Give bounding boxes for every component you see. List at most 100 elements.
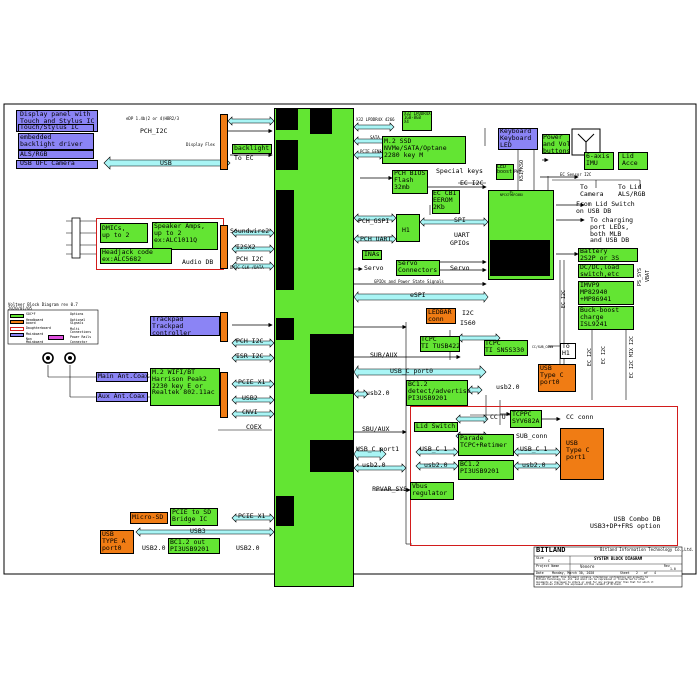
legend-title: Volteer Block Diagram rev 0.7 2020/01/05 <box>8 302 78 312</box>
memory-chip <box>402 111 432 131</box>
i2sx2-label: I2SX2 <box>236 243 256 251</box>
tcpc-tusb422-label: TCPC TI TUSB422 <box>421 335 461 350</box>
sub-aux-label: SUB/AUX <box>370 351 398 359</box>
sheet-of: of <box>644 571 648 575</box>
imvp-label: IMVP9 MP82940 +MP86941 <box>580 281 612 303</box>
to-lid-label: To Lid ALS/RGB <box>618 183 646 198</box>
vbus-regulator <box>410 482 454 500</box>
dcdc-label: DC/DC,load switch,etc <box>580 263 620 278</box>
pch-gspi-label: PCH_GSPI <box>358 217 390 225</box>
sbu-aux-label: SBU/AUX <box>362 425 390 433</box>
aux-antenna <box>96 392 148 402</box>
sd-pcie-x1: PCIE X1 <box>238 512 266 520</box>
sd-bridge <box>170 508 218 526</box>
i560-label: I560 <box>460 319 476 327</box>
parade-label: Parade TCPC+Retimer <box>460 434 507 449</box>
wifi-coex: COEX <box>246 423 262 431</box>
backlight-box <box>232 144 272 154</box>
battery-box <box>578 248 638 262</box>
servo-right-label: Servo <box>450 264 470 272</box>
bc12-out-label: BC1.2 out PI3USB9201 <box>170 538 210 553</box>
ec-chip-label: EC NPCX796FC0BX <box>500 190 524 198</box>
wifi-pcie-x1: PCIE X1 <box>238 378 266 386</box>
usb-combo-db-frame <box>410 406 678 546</box>
led-boost-label: LED boost <box>497 164 513 176</box>
inas-label: INAs <box>364 250 380 258</box>
cc-conn2-label: CC conn <box>566 413 594 421</box>
to-charging-label: To charging port LEDs, both MLB and USB … <box>590 216 634 245</box>
cpu-port <box>276 190 294 290</box>
headjack-codec-label: Headjack code ex:ALC5682 <box>102 248 153 263</box>
touch-ic-label: Touch/Stylus IC <box>20 123 79 131</box>
usb3-label: USB3 <box>190 527 206 535</box>
to-camera-label: To Camera <box>580 183 604 198</box>
usbc-1a-label: USB_C 1 <box>420 445 448 453</box>
lid-switch-label: Lid Switch <box>416 422 456 430</box>
imu-label: 6-axis IMU <box>586 152 610 167</box>
legend-non-mainboard: Non Mainboard <box>26 337 44 345</box>
main-antenna-label: Main Ant.Coax <box>98 372 149 380</box>
dmic-clk-label: DMIC CLK /DATA <box>230 265 264 270</box>
to-h1-box <box>560 343 576 359</box>
title-block-title: SYSTEM BLOCK DIAGRAM <box>594 556 643 561</box>
aux-antenna-label: Aux Ant.Coax <box>98 392 145 400</box>
from-lid-label: From Lid Switch on USB DB <box>576 200 635 215</box>
bc12-out <box>168 538 220 554</box>
tcppc-label: TCPPC SYV682A <box>512 410 540 425</box>
sheet-total: 4 <box>654 571 656 575</box>
imvp-box <box>578 281 634 305</box>
led-boost <box>496 164 514 180</box>
usb-type-a-label: USB TYPE A port0 <box>102 530 126 552</box>
speaker-amp <box>152 222 218 250</box>
espi-label: eSPI <box>410 291 426 299</box>
usb2-f-label: usb2.0 <box>424 461 448 469</box>
cpu-port <box>310 440 354 472</box>
date-value: Monday, March 30, 2020 <box>552 571 595 575</box>
usb-combo-label: USB Combo DB USB3+DP+FRS option <box>590 515 661 530</box>
als-rgb-label: ALS/RGB <box>20 150 48 158</box>
ssd-label: M.2 SSD NVMe/SATA/Optane 2280 key M <box>384 137 447 159</box>
uart-label: UART <box>454 231 470 239</box>
trackpad-pch-i2c: PCH I2C <box>236 337 264 345</box>
cpu-port <box>310 334 354 394</box>
bus-arrows <box>103 116 561 537</box>
legend-options: Options <box>70 312 84 316</box>
vbat-label: VBAT <box>645 270 651 283</box>
h1-chip <box>396 214 420 242</box>
battery-label: Battery 2S2P or 3S <box>580 247 620 262</box>
h1-label: H1 <box>402 226 410 234</box>
ec-cbi-eeprom <box>432 190 460 214</box>
keyboard-box <box>498 128 538 150</box>
servo-connectors-label: Servo Connectors <box>398 259 438 274</box>
size-label: Size <box>536 556 544 560</box>
cpu-port <box>276 108 298 130</box>
usbc-1b-label: USB_C 1 <box>520 445 548 453</box>
usb2-a-label: USB2.0 <box>142 544 166 552</box>
trackpad-box <box>150 316 220 336</box>
sd-bridge-label: PCIE to SD Bridge IC <box>172 508 212 523</box>
bc12-detect <box>406 380 468 406</box>
sub-conn-label: SUB_conn <box>516 432 548 440</box>
ec-i2c-mix-label: EC I2C MIX I2C <box>629 336 635 379</box>
wifi-usb2: USB2 <box>242 394 258 402</box>
pch-uart-label: PCH UART <box>360 235 392 243</box>
display-connector <box>220 114 228 170</box>
bc12-combo <box>458 460 514 480</box>
ksi-kso-label: KSI/KSO <box>519 160 525 182</box>
soundwire-label: Soundwire2 <box>230 227 270 235</box>
buckboost-box <box>578 306 634 330</box>
antenna-icons <box>42 352 76 364</box>
legend-connector: Connector <box>70 340 88 344</box>
project-name: Venere <box>580 564 595 569</box>
dmics-label: DMICs, up to 2 <box>102 224 130 239</box>
inas-box <box>362 250 382 260</box>
cpu-port <box>276 496 294 526</box>
bitland-logo: BITLAND <box>536 546 566 554</box>
company-name: Bitland Information Technology Co.,Ltd. <box>600 547 694 552</box>
legend-headboard: Headboard board <box>26 318 44 326</box>
legend-soc: SOC*F <box>26 312 36 316</box>
ssd-box <box>382 136 466 164</box>
sata-label: SATA <box>370 135 380 140</box>
ec-sensor-i2c-label: EC Sensor I2C <box>560 172 592 177</box>
